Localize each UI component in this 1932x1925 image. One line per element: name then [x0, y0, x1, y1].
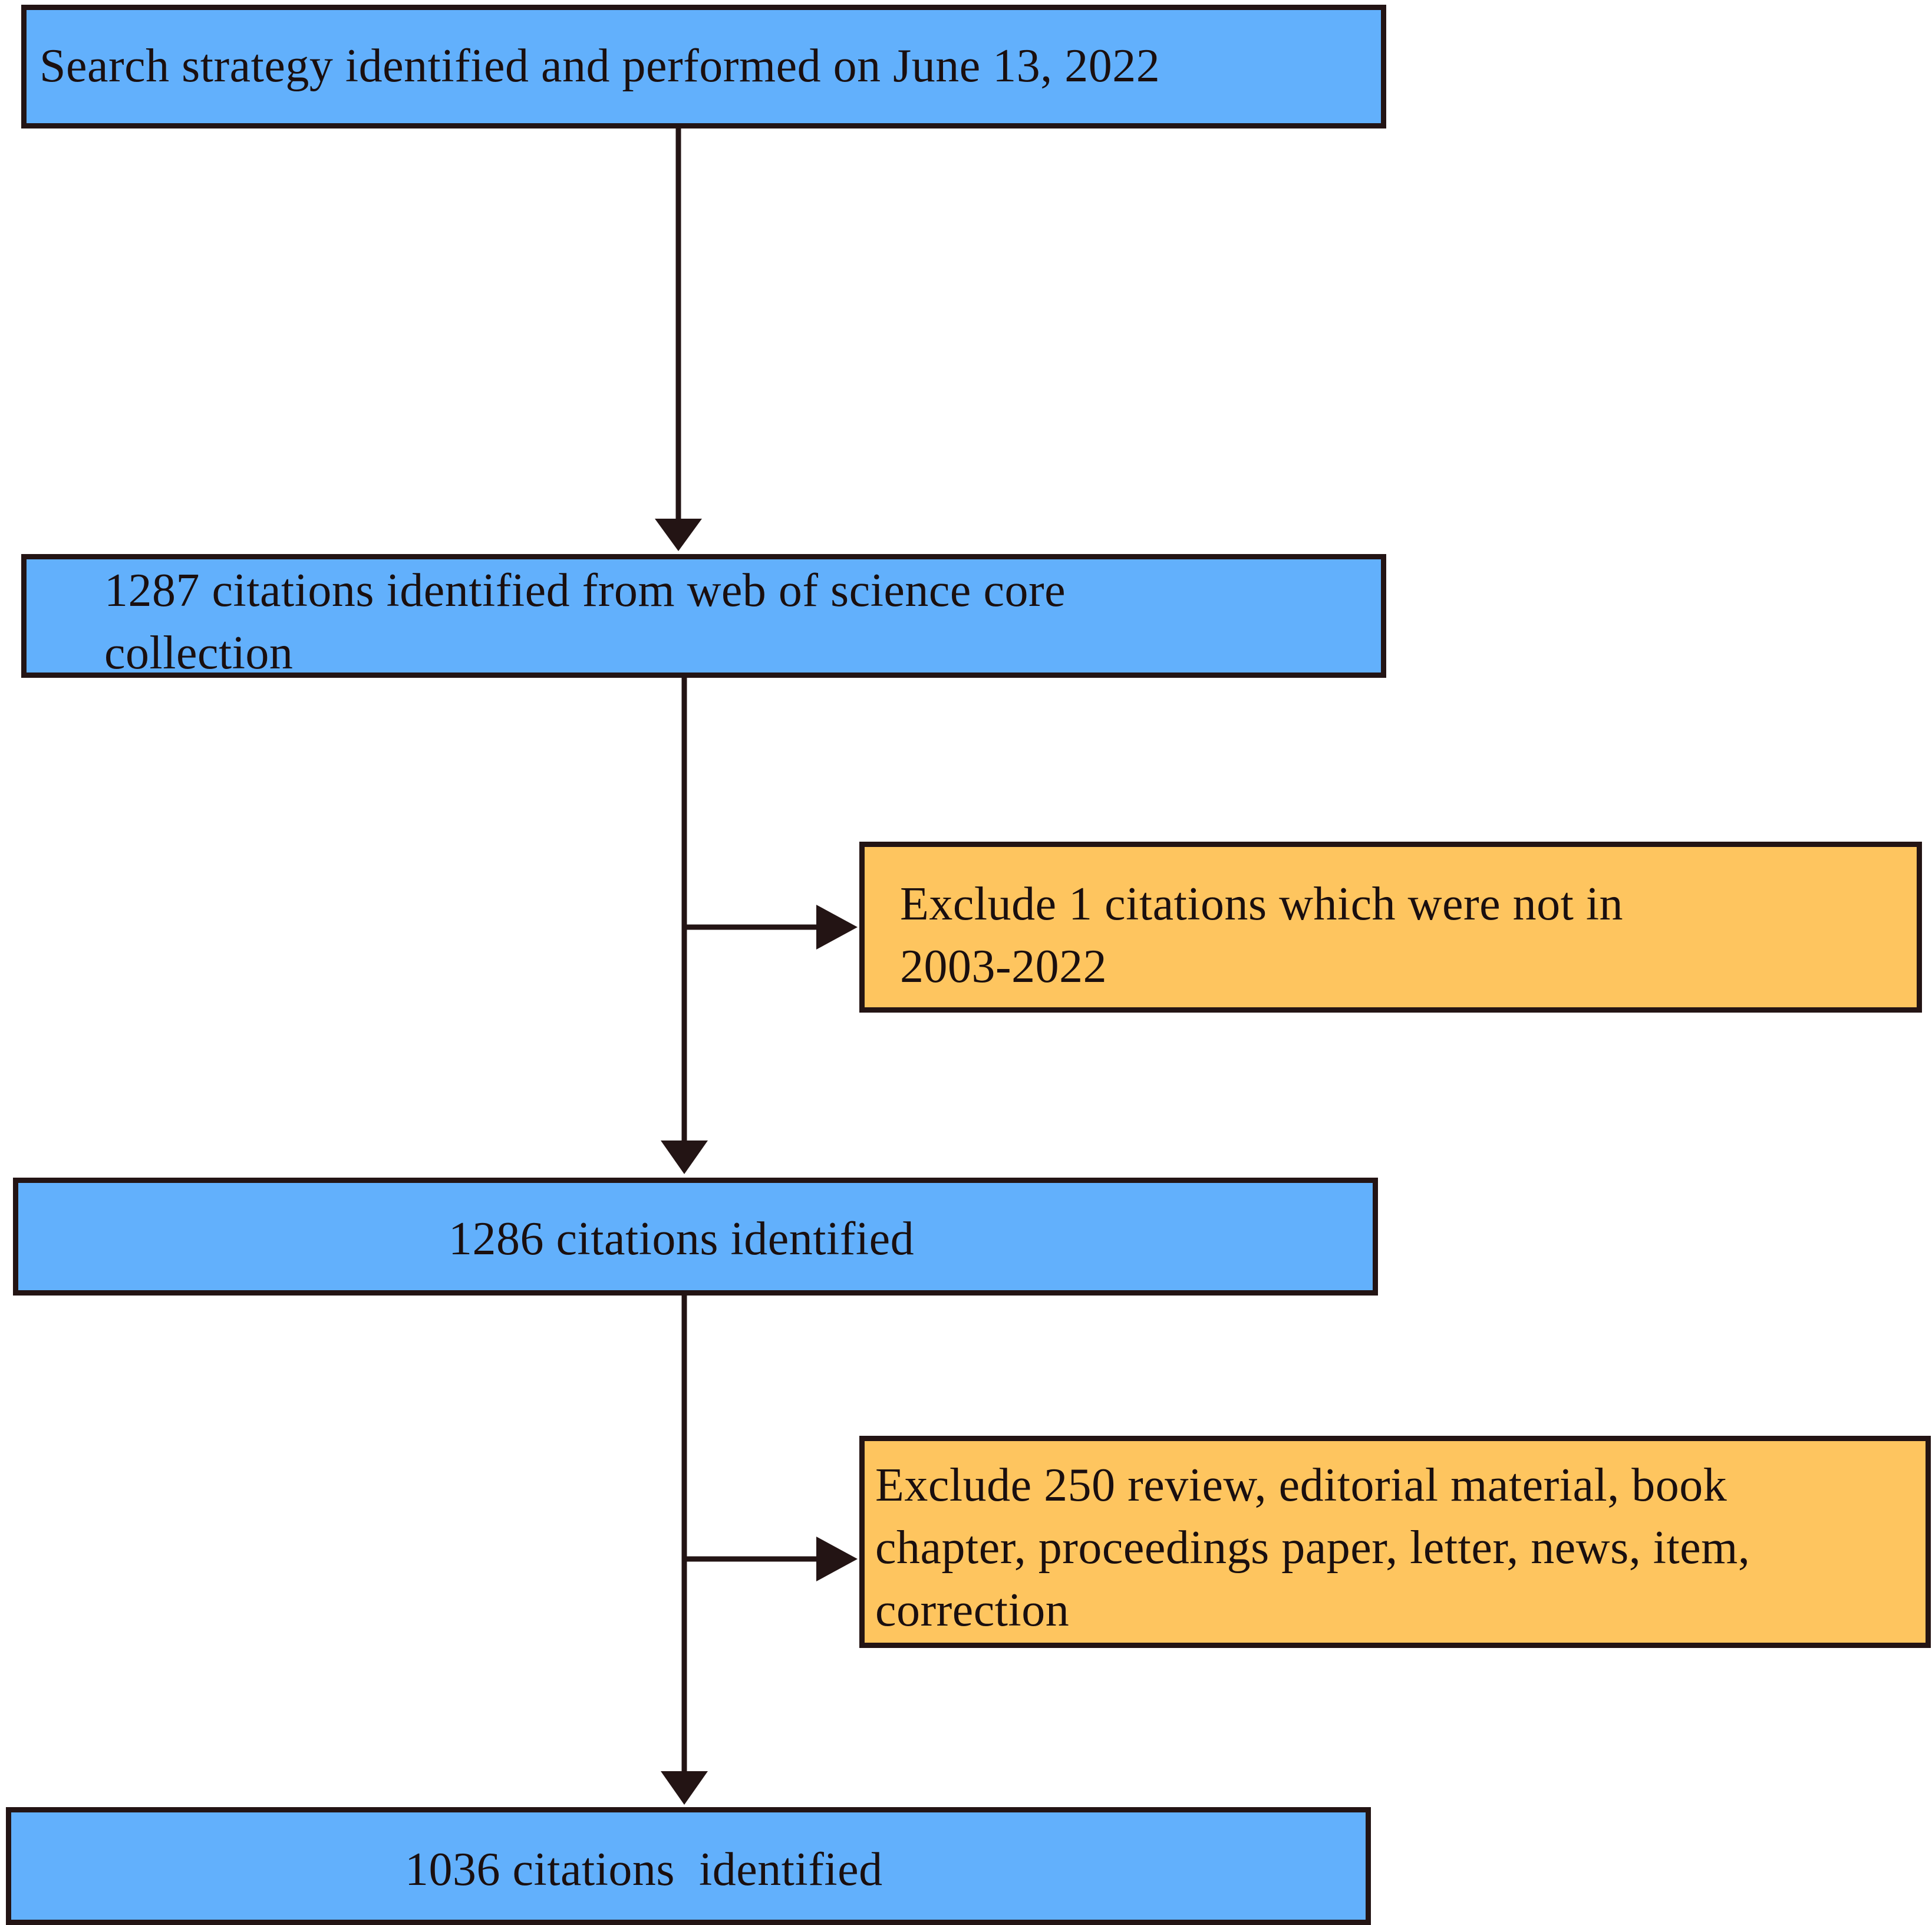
node-exclude-types: Exclude 250 review, editorial material, …	[859, 1436, 1931, 1648]
arrowhead-down-1036	[661, 1771, 708, 1805]
node-1286-citations: 1286 citations identified	[13, 1178, 1378, 1296]
arrowhead-down-1286	[661, 1141, 708, 1174]
node-1036-citations: 1036 citations identified	[6, 1807, 1371, 1925]
arrowhead-down-1287	[655, 519, 702, 551]
node-search-strategy: Search strategy identified and performed…	[21, 5, 1386, 128]
node-1287-citations: 1287 citations identified from web of sc…	[21, 554, 1386, 679]
arrowhead-right-exclude-years	[816, 905, 858, 950]
node-exclude-years: Exclude 1 citations which were not in 20…	[859, 842, 1922, 1013]
arrowhead-right-exclude-types	[816, 1537, 858, 1581]
